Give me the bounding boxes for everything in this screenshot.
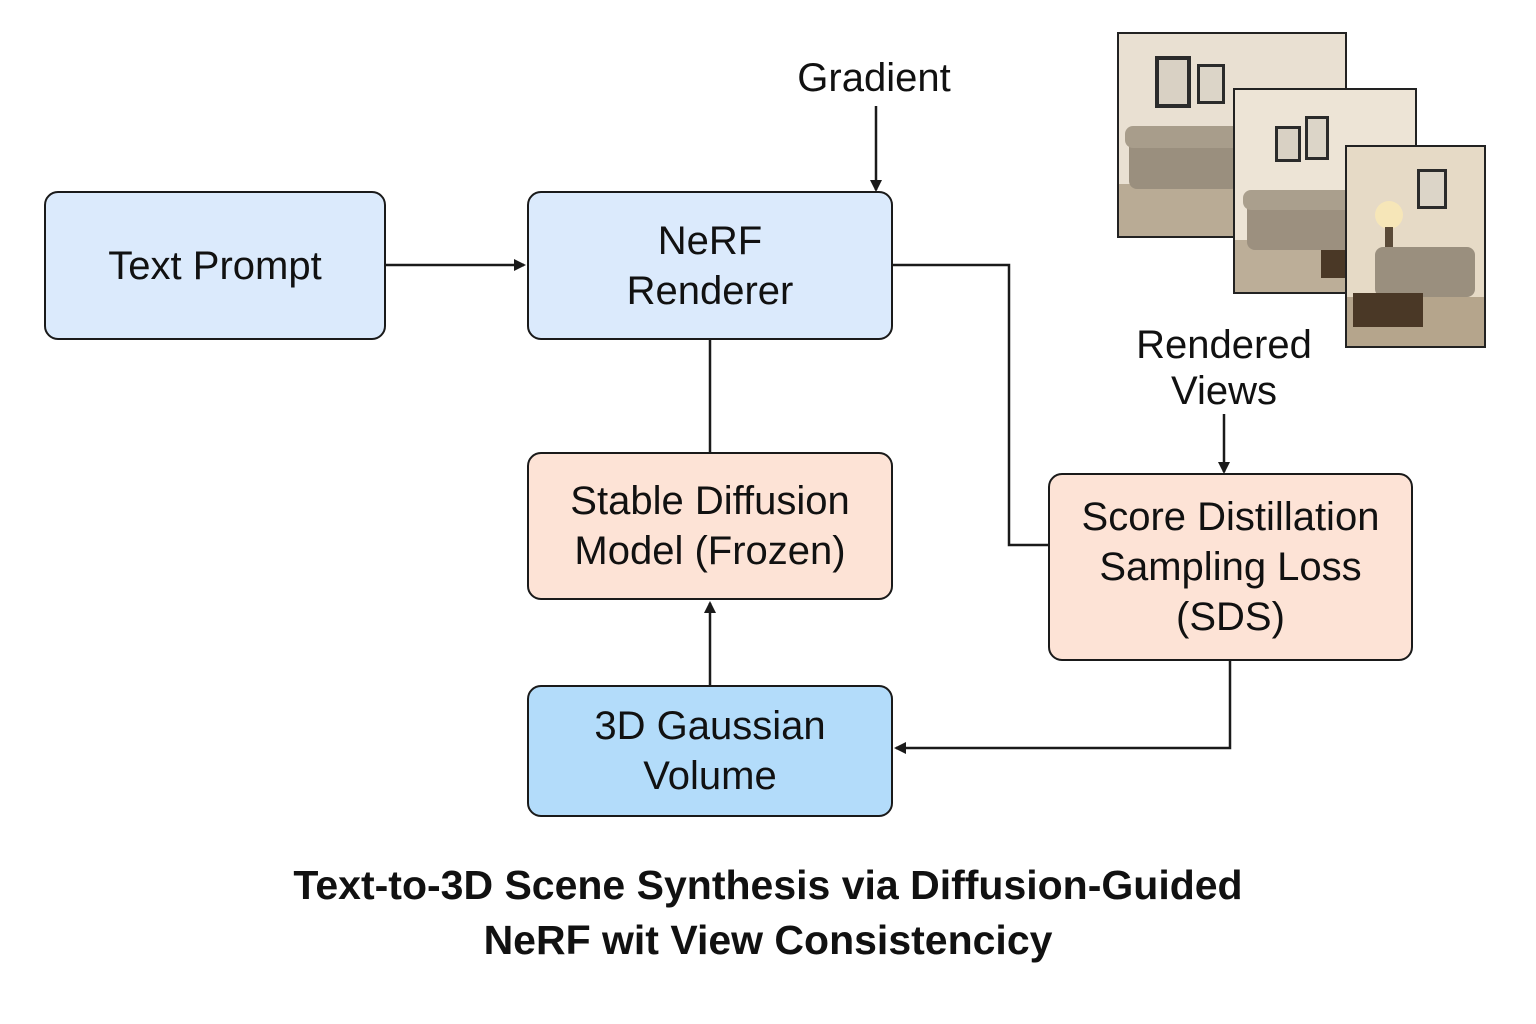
text-prompt-box: Text Prompt bbox=[44, 191, 386, 340]
sds-loss-label-line3: (SDS) bbox=[1176, 595, 1285, 639]
rendered-views-label: Rendered Views bbox=[1104, 322, 1344, 414]
stable-diffusion-box: Stable Diffusion Model (Frozen) bbox=[527, 452, 893, 600]
gaussian-volume-box: 3D Gaussian Volume bbox=[527, 685, 893, 817]
gaussian-volume-label-line2: Volume bbox=[643, 754, 777, 798]
arrow-sds-to-volume bbox=[894, 661, 1232, 754]
sds-loss-label-line1: Score Distillation bbox=[1081, 495, 1380, 539]
text-prompt-label: Text Prompt bbox=[108, 243, 322, 288]
nerf-renderer-label-line2: Renderer bbox=[626, 268, 794, 313]
nerf-renderer-box: NeRF Renderer bbox=[527, 191, 893, 340]
caption-line1: Text-to-3D Scene Synthesis via Diffusion… bbox=[293, 862, 1243, 908]
sds-loss-label-line2: Sampling Loss bbox=[1099, 545, 1362, 589]
stable-diffusion-label-line2: Model (Frozen) bbox=[574, 529, 846, 573]
diagram-caption: Text-to-3D Scene Synthesis via Diffusion… bbox=[0, 858, 1536, 969]
nerf-renderer-label-line1: NeRF bbox=[657, 218, 763, 263]
render-view-image-3 bbox=[1345, 145, 1486, 348]
stable-diffusion-label-line1: Stable Diffusion bbox=[570, 479, 850, 523]
rendered-views-line2: Views bbox=[1171, 369, 1277, 413]
gaussian-volume-label-line1: 3D Gaussian bbox=[594, 704, 826, 748]
caption-line2: NeRF wit View Consistencicy bbox=[483, 917, 1053, 964]
sds-loss-box: Score Distillation Sampling Loss (SDS) bbox=[1048, 473, 1413, 661]
rendered-views-line1: Rendered bbox=[1136, 323, 1312, 367]
line-nerf-to-sds bbox=[893, 263, 1048, 547]
gradient-label: Gradient bbox=[797, 56, 951, 100]
